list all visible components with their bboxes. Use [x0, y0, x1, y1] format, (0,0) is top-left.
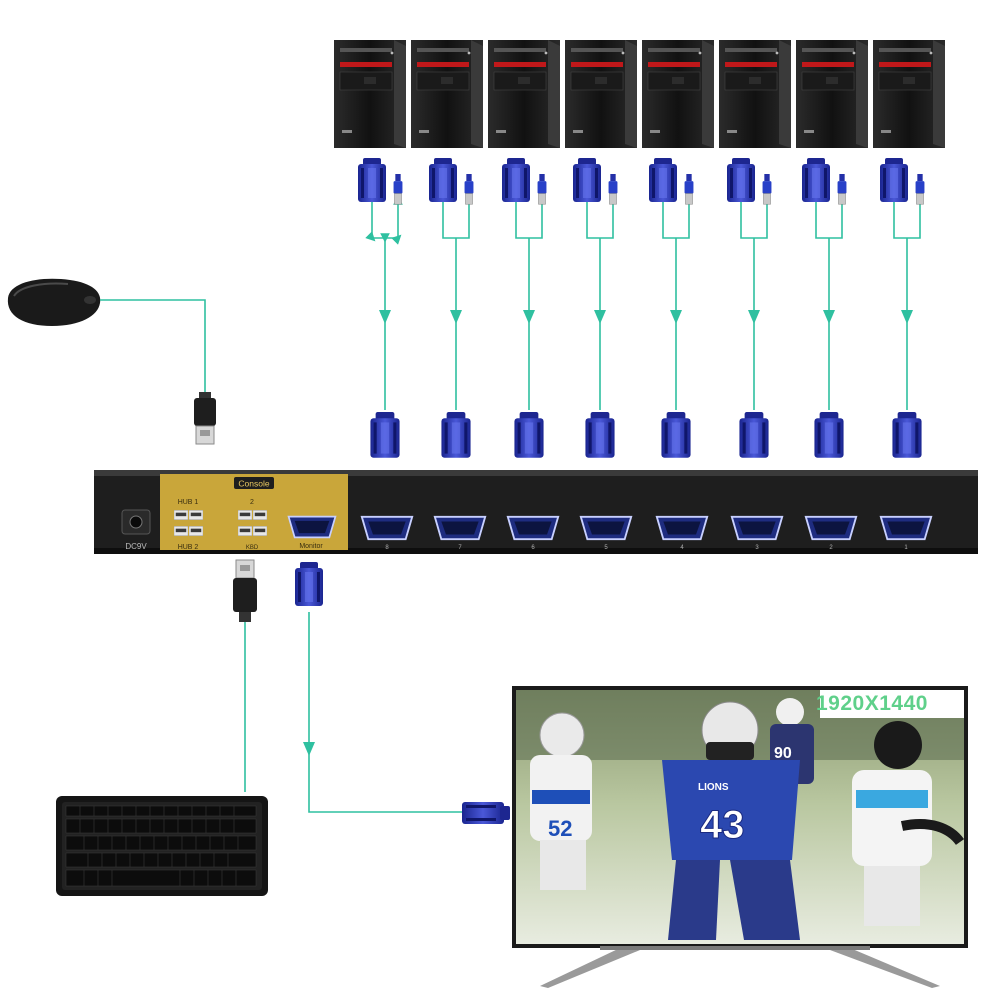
- monitor-vga-port: [287, 515, 337, 539]
- port-number-7: 2: [829, 545, 833, 551]
- keyboard: [56, 796, 268, 896]
- power-label: DC9V: [125, 542, 147, 551]
- vga-plug-monitor-out: [295, 562, 323, 606]
- vga-port-7: [804, 515, 858, 541]
- usb-port-kbd-a: [238, 525, 252, 537]
- keyboard-usb-plug: [233, 559, 257, 622]
- usb-port-mouse-a: [238, 509, 252, 521]
- vga-plug-kvm-2: [441, 412, 471, 458]
- vga-plug-kvm-3: [514, 412, 544, 458]
- monitor-cable-arrow: [303, 742, 315, 756]
- computer-cable-arrows: [379, 310, 913, 324]
- computer-tower-4: [565, 40, 637, 148]
- computer-tower-3: [488, 40, 560, 148]
- vga-plug-pc8: [880, 158, 908, 202]
- usb-port-kbd-b: [253, 525, 267, 537]
- computer-tower-7: [796, 40, 868, 148]
- player-right: [852, 721, 965, 926]
- usb-port-hub2-a: [174, 525, 188, 537]
- computer-tower-2: [411, 40, 483, 148]
- monitor-output-plug: [295, 562, 323, 606]
- jersey-team: LIONS: [698, 782, 729, 793]
- hub1-label: HUB 1: [178, 499, 199, 506]
- jersey-number-left: 52: [548, 816, 572, 841]
- monitor-port-label: Monitor: [299, 543, 323, 550]
- monitor-input-plug: [462, 802, 510, 824]
- computer-row: [334, 40, 945, 148]
- vga-port-8: [879, 515, 933, 541]
- port-number-5: 4: [680, 545, 684, 551]
- mouse-cable: [100, 299, 206, 395]
- hub2-label: HUB 2: [178, 544, 199, 551]
- computer-cables: [372, 200, 921, 410]
- vga-plug-pc3: [502, 158, 530, 202]
- vga-port-1: [360, 515, 414, 541]
- vga-plug-pc2: [429, 158, 457, 202]
- usb-port-hub2-b: [189, 525, 203, 537]
- usb-plug-pc5: [684, 174, 694, 205]
- vga-plug-kvm-4: [585, 412, 615, 458]
- resolution-label: 1920X1440: [816, 692, 928, 715]
- usb-plug-pc8: [915, 174, 925, 205]
- vga-plug-kvm-8: [892, 412, 922, 458]
- usb-port-hub1-a: [174, 509, 188, 521]
- usb-port-hub1-b: [189, 509, 203, 521]
- usb-port-mouse-b: [253, 509, 267, 521]
- vga-plug-kvm-7: [814, 412, 844, 458]
- console-label: Console: [238, 479, 269, 489]
- vga-plug-pc4: [573, 158, 601, 202]
- usb-plug-pc1: [393, 174, 403, 205]
- port-number-3: 6: [531, 545, 535, 551]
- kbd-port-label: KBD: [246, 545, 259, 551]
- vga-plug-kvm-1: [370, 412, 400, 458]
- mouse: [7, 278, 101, 326]
- port-number-1: 8: [385, 545, 389, 551]
- vga-port-5: [655, 515, 709, 541]
- port-number-6: 3: [755, 545, 759, 551]
- computer-tower-5: [642, 40, 714, 148]
- port-number-2: 7: [458, 545, 462, 551]
- vga-plug-kvm-6: [739, 412, 769, 458]
- vga-plug-pc6: [727, 158, 755, 202]
- usb-plug-pc6: [762, 174, 772, 205]
- usb-plug-pc7: [837, 174, 847, 205]
- vga-plug-kvm-5: [661, 412, 691, 458]
- computer-tower-8: [873, 40, 945, 148]
- port-number-8: 1: [904, 545, 908, 551]
- vga-port-6: [730, 515, 784, 541]
- jersey-number-back: 90: [774, 745, 792, 762]
- vga-port-4: [579, 515, 633, 541]
- player-left: 52: [530, 712, 592, 890]
- port-number-4: 5: [604, 545, 608, 551]
- vga-port-2: [433, 515, 487, 541]
- monitor-cable: [308, 612, 462, 813]
- usb-plug-pc4: [608, 174, 618, 205]
- vga-plug-pc5: [649, 158, 677, 202]
- computer-tower-6: [719, 40, 791, 148]
- jersey-number-front: 43: [700, 803, 745, 847]
- vga-port-3: [506, 515, 560, 541]
- monitor-stand: [540, 946, 940, 988]
- vga-plug-pc7: [802, 158, 830, 202]
- usb-plug-pc3: [537, 174, 547, 205]
- kvm-switch: DC9V Console HUB 1 HUB 2 2 KBD Monitor 8: [94, 470, 978, 554]
- kvm-input-plugs: [370, 412, 922, 458]
- computer-tower-1: [334, 40, 406, 148]
- computer-plugs: [358, 158, 925, 205]
- vga-plug-pc1: [358, 158, 386, 202]
- usb-plug-pc2: [464, 174, 474, 205]
- monitor: 52 90 LIONS 43: [512, 686, 968, 948]
- player-center: LIONS 43: [662, 701, 800, 940]
- mouse-usb-plug: [194, 392, 216, 445]
- mouse-port-label: 2: [250, 499, 254, 506]
